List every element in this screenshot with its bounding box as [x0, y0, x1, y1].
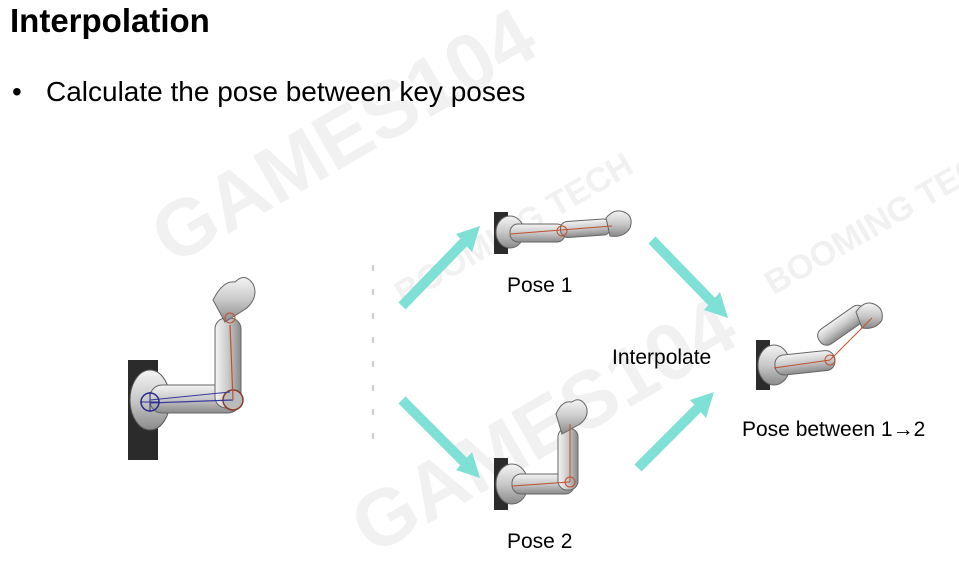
- pose2-arm-image: [494, 399, 588, 510]
- interpolate-label: Interpolate: [612, 346, 712, 369]
- pose2-label: Pose 2: [507, 530, 573, 553]
- bullet-marker: •: [12, 76, 22, 107]
- pose1-arm-image: [494, 210, 632, 254]
- source-pose-arm-image: [128, 277, 256, 460]
- arrow-pose2-to-result: [634, 392, 714, 472]
- pose1-label: Pose 1: [507, 274, 573, 297]
- interpolation-diagram: [128, 210, 883, 510]
- bullet-item: • Calculate the pose between key poses: [12, 76, 525, 108]
- arrow-up-right: [398, 226, 480, 310]
- result-pose-label: Pose between 1→2: [742, 418, 926, 441]
- arrow-pose1-to-result: [648, 236, 728, 318]
- arrow-down-right: [398, 396, 480, 478]
- result-pose-arm-image: [756, 302, 883, 390]
- bullet-text: Calculate the pose between key poses: [46, 76, 526, 107]
- slide-title: Interpolation: [10, 2, 210, 39]
